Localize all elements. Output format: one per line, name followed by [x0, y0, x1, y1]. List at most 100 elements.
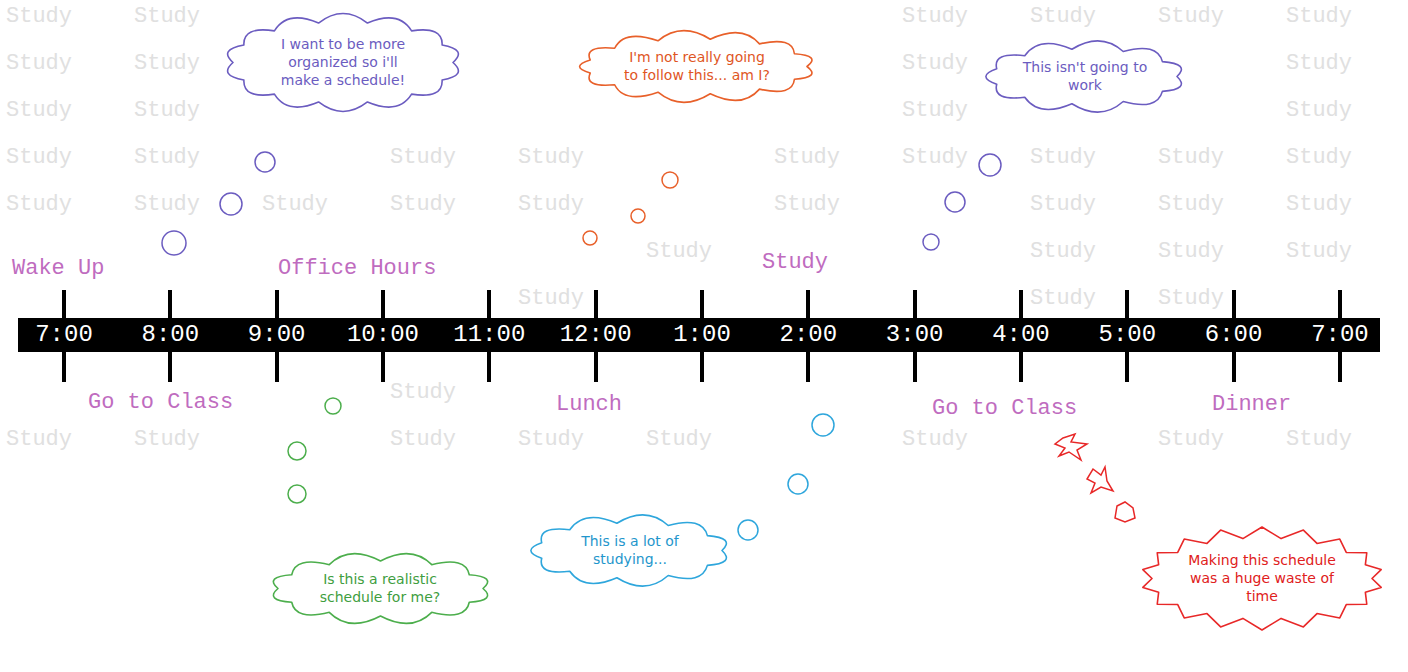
trail-dot [325, 398, 341, 414]
bubble-text-group: I'm not really going to follow this... a… [622, 48, 772, 84]
watermark: Study [902, 145, 968, 171]
watermark: Study [1158, 286, 1224, 312]
watermark: Study [646, 427, 712, 453]
tick-mark [1232, 290, 1236, 318]
tick-mark [700, 352, 704, 382]
watermark: Study [774, 145, 840, 171]
watermark: Study [518, 427, 584, 453]
watermark: Study [6, 98, 72, 124]
watermark: Study [1286, 51, 1352, 77]
schedule-label: Go to Class [932, 396, 1077, 422]
cloud-outline [986, 40, 1182, 111]
tick-mark [381, 352, 385, 382]
timeline-ticks [62, 290, 1342, 382]
watermark: Study [1158, 145, 1224, 171]
watermark: Study [134, 51, 200, 77]
schedule-label: Office Hours [278, 256, 436, 282]
watermark: Study [1030, 286, 1096, 312]
thought-text: Is this a realistic schedule for me? [310, 570, 450, 606]
schedule-label: Dinner [1212, 392, 1291, 418]
trail-dot [220, 193, 242, 215]
watermark: Study [1158, 427, 1224, 453]
tick-mark [1125, 290, 1129, 318]
trail-dot [162, 231, 186, 255]
thought-text: Making this schedule was a huge waste of… [1187, 551, 1337, 605]
tick-mark [1019, 290, 1023, 318]
watermark: Study [390, 427, 456, 453]
watermark: Study [6, 145, 72, 171]
cloud-outline [531, 514, 727, 585]
trail-dot [288, 442, 306, 460]
bubble-text-group: Making this schedule was a huge waste of… [1187, 551, 1337, 605]
bubble-outline [525, 510, 735, 591]
time-label: 6:00 [1205, 321, 1263, 349]
angry-trail [1055, 434, 1135, 522]
thought-bubble: Making this schedule was a huge waste of… [1139, 525, 1385, 632]
schedule-label: Lunch [556, 392, 622, 418]
watermark: Study [902, 427, 968, 453]
schedule-label: Go to Class [88, 390, 233, 416]
watermark: Study [1158, 4, 1224, 30]
tick-mark [1338, 352, 1342, 382]
time-label: 12:00 [560, 321, 632, 349]
tick-mark [1019, 352, 1023, 382]
trail-dot [812, 414, 834, 436]
thought-trail [288, 398, 341, 503]
tick-mark [594, 290, 598, 318]
tick-mark [487, 352, 491, 382]
bubble-text-group: This isn't going to work [1023, 58, 1148, 94]
trail-spike [1115, 502, 1135, 522]
watermark: Study [6, 192, 72, 218]
tick-mark [913, 290, 917, 318]
watermark: Study [646, 239, 712, 265]
watermark: Study [774, 192, 840, 218]
watermark: Study [134, 145, 200, 171]
schedule-label: Study [762, 250, 828, 276]
trail-spike [1055, 434, 1087, 460]
time-label: 5:00 [1098, 321, 1156, 349]
time-label: 9:00 [248, 321, 306, 349]
tick-mark [1125, 352, 1129, 382]
thought-text: I'm not really going to follow this... a… [622, 48, 772, 84]
time-label: 11:00 [453, 321, 525, 349]
thought-bubble: This isn't going to work [980, 36, 1190, 117]
watermark: Study [902, 4, 968, 30]
trail-spike [1087, 467, 1113, 493]
trail-dot [738, 520, 758, 540]
watermark: Study [1286, 4, 1352, 30]
time-label: 2:00 [780, 321, 838, 349]
thought-bubble: This is a lot of studying... [525, 510, 735, 591]
cloud-outline [228, 13, 459, 111]
time-label: 10:00 [347, 321, 419, 349]
bubble-text-group: I want to be more organized so i'll make… [268, 35, 418, 89]
cloud-outline [580, 30, 812, 102]
thought-text: This is a lot of studying... [568, 532, 693, 568]
tick-mark [381, 290, 385, 318]
watermark: Study [1286, 192, 1352, 218]
trail-dot [662, 172, 678, 188]
thought-text: This isn't going to work [1023, 58, 1148, 94]
watermark: Study [390, 380, 456, 406]
watermark: Study [134, 192, 200, 218]
thought-bubble: I want to be more organized so i'll make… [220, 9, 466, 116]
watermark: Study [6, 427, 72, 453]
watermark: Study [1158, 192, 1224, 218]
thought-text: I want to be more organized so i'll make… [268, 35, 418, 89]
time-label: 1:00 [673, 321, 731, 349]
trail-dot [788, 474, 808, 494]
watermark: Study [518, 192, 584, 218]
trail-dot [631, 209, 645, 223]
tick-mark [1232, 352, 1236, 382]
bubble-outline [980, 36, 1190, 117]
watermark: Study [1158, 239, 1224, 265]
watermark: Study [1286, 239, 1352, 265]
tick-mark [700, 290, 704, 318]
watermark: Study [390, 145, 456, 171]
time-label: 8:00 [142, 321, 200, 349]
watermark: Study [134, 4, 200, 30]
thought-trail [738, 414, 834, 540]
trail-dot [255, 152, 275, 172]
watermark: Study [1286, 427, 1352, 453]
time-label: 4:00 [992, 321, 1050, 349]
